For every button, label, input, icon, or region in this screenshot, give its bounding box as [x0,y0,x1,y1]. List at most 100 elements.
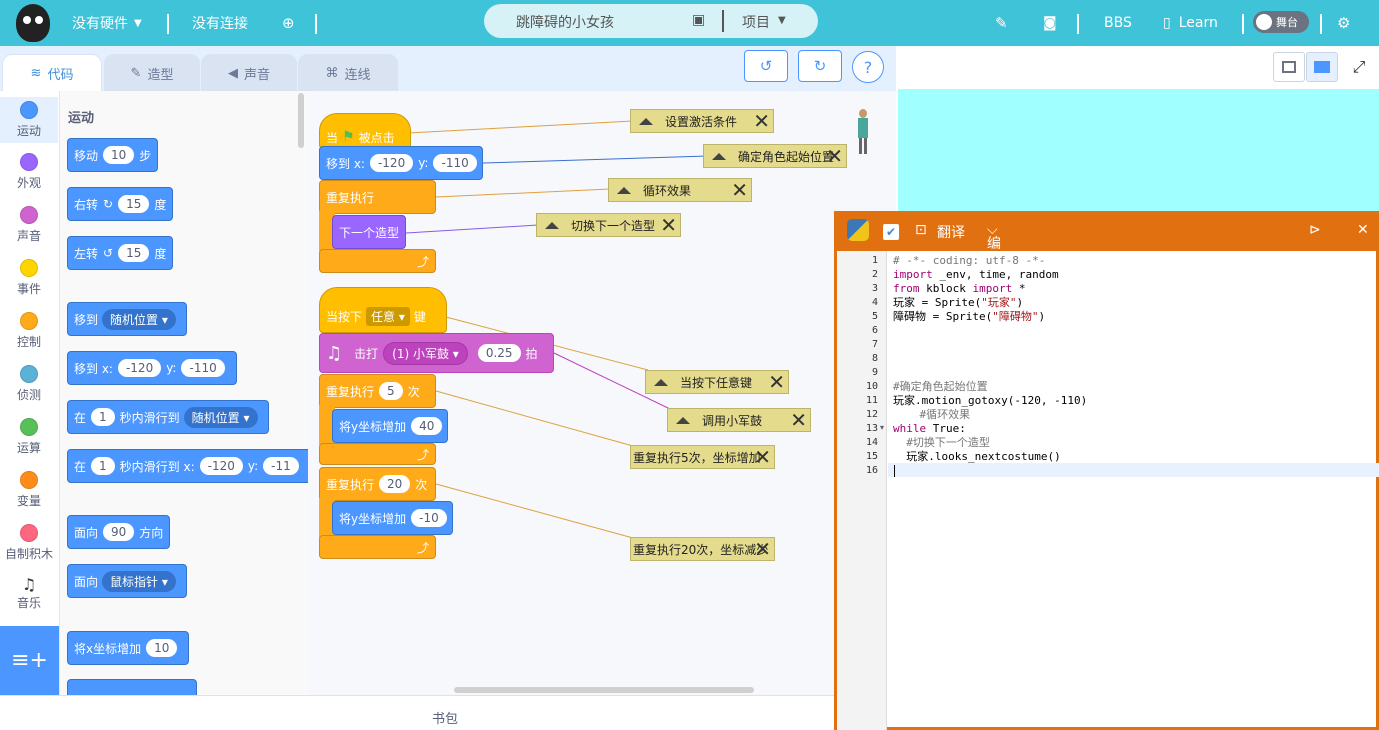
block-input[interactable]: -120 [369,154,414,172]
block-input[interactable]: 0.25 [477,344,521,362]
close-icon[interactable]: ✕ [826,144,843,168]
palette-scrollbar[interactable] [298,93,304,148]
small-stage-button[interactable] [1273,52,1305,82]
block-point-towards[interactable]: 面向鼠标指针 ▾ [67,564,187,598]
connection-menu[interactable]: 没有连接 [192,0,248,46]
collapse-icon[interactable] [545,221,559,229]
block-goto[interactable]: 移到随机位置 ▾ [67,302,187,336]
close-icon[interactable]: ✕ [753,109,770,133]
collapse-icon[interactable] [617,186,631,194]
close-icon[interactable]: ✕ [1357,222,1369,238]
camera-icon[interactable]: ◙ [1043,15,1057,31]
block-input[interactable]: 90 [103,523,135,541]
category-music[interactable]: ♫音乐 [0,575,58,611]
category-my-blocks[interactable]: 自制积木 [0,524,58,562]
category-control[interactable]: 控制 [0,312,58,350]
redo-button[interactable]: ↻ [798,50,842,82]
key-dropdown[interactable]: 任意 ▾ [366,306,410,326]
category-looks[interactable]: 外观 [0,153,58,191]
category-variables[interactable]: 变量 [0,471,58,509]
learn-link[interactable]: ▯Learn [1163,0,1218,46]
forever-block[interactable]: 重复执行 [319,180,436,214]
category-motion[interactable]: 运动 [0,97,58,143]
comment-note[interactable]: 调用小军鼓✕ [667,408,811,432]
block-partial[interactable] [67,679,197,695]
change-y-block[interactable]: 将y坐标增加-10 [332,501,453,535]
comment-note[interactable]: 循环效果✕ [608,178,752,202]
backpack-bar[interactable]: 书包 [0,695,834,730]
code-area[interactable]: # -*- coding: utf-8 -*- import _env, tim… [837,251,1379,730]
chevron-down-icon[interactable]: ▼ [778,15,786,26]
pencil-icon[interactable]: ✎ [995,14,1008,32]
comment-note[interactable]: 当按下任意键✕ [645,370,789,394]
category-operators[interactable]: 运算 [0,418,58,456]
terminal-icon[interactable]: ⊡ [915,222,927,238]
block-dropdown[interactable]: 鼠标指针 ▾ [102,570,176,592]
block-input[interactable]: -11 [263,457,299,475]
workspace-scrollbar[interactable] [454,687,754,693]
close-icon[interactable]: ✕ [754,537,771,561]
block-input[interactable]: -120 [117,359,162,377]
add-extension-button[interactable]: ≡+ [0,626,59,695]
block-input[interactable]: -110 [433,154,477,172]
close-icon[interactable]: ✕ [660,213,677,237]
block-input[interactable]: 10 [103,146,135,164]
edit-menu[interactable]: 编辑 ⌵ [987,222,1001,272]
category-sound[interactable]: 声音 [0,206,58,244]
block-input[interactable]: 10 [146,639,178,657]
gear-icon[interactable]: ⚙ [1337,14,1351,32]
when-key-pressed-block[interactable]: 当按下任意 ▾键 [319,287,447,333]
tab-wiring[interactable]: ⌘连线 [298,54,398,91]
block-input[interactable]: 20 [379,475,411,493]
project-name-input[interactable]: 跳障碍的小女孩 [516,15,614,31]
close-icon[interactable]: ✕ [768,370,785,394]
close-icon[interactable]: ✕ [790,408,807,432]
block-dropdown[interactable]: 随机位置 ▾ [183,406,258,428]
fold-arrow-icon[interactable]: ▾ [879,423,884,432]
close-icon[interactable]: ✕ [754,445,771,469]
block-input[interactable]: 1 [91,457,115,475]
next-costume-block[interactable]: 下一个造型 [332,215,406,249]
when-flag-clicked-block[interactable]: 当⚑被点击 [319,113,411,149]
block-input[interactable]: 15 [118,195,150,213]
block-input[interactable]: -120 [199,457,243,475]
block-input[interactable]: 5 [379,382,403,400]
undo-button[interactable]: ↺ [744,50,788,82]
translate-button[interactable]: 翻译 [937,225,965,241]
project-menu[interactable]: 项目 [742,15,770,31]
close-icon[interactable]: ✕ [731,178,748,202]
collapse-icon[interactable] [676,416,690,424]
block-input[interactable]: -110 [181,359,225,377]
comment-note[interactable]: 设置激活条件✕ [630,109,774,133]
category-sensing[interactable]: 侦测 [0,365,58,403]
fullscreen-button[interactable]: ⤢ [1343,52,1375,82]
comment-note[interactable]: 重复执行5次，坐标增加✕ [630,445,775,469]
save-icon[interactable]: ▣ [692,12,706,28]
tab-costume[interactable]: ✎造型 [104,54,200,91]
tab-sound[interactable]: ◀声音 [201,54,297,91]
block-input[interactable]: 1 [91,408,115,426]
comment-note[interactable]: 重复执行20次，坐标减少✕ [630,537,775,561]
block-input[interactable]: -10 [411,509,447,527]
hardware-menu[interactable]: 没有硬件▼ [72,0,142,46]
stage-toggle[interactable]: 舞台 [1253,11,1309,33]
comment-note[interactable]: 确定角色起始位置✕ [703,144,847,168]
collapse-icon[interactable] [639,117,653,125]
logo[interactable] [16,4,50,42]
block-input[interactable]: 40 [411,417,443,435]
block-dropdown[interactable]: 随机位置 ▾ [102,308,176,330]
stage-canvas[interactable] [898,89,1379,211]
run-icon[interactable]: ⊳ [1309,222,1321,238]
drum-dropdown[interactable]: (1) 小军鼓 ▾ [383,341,468,365]
